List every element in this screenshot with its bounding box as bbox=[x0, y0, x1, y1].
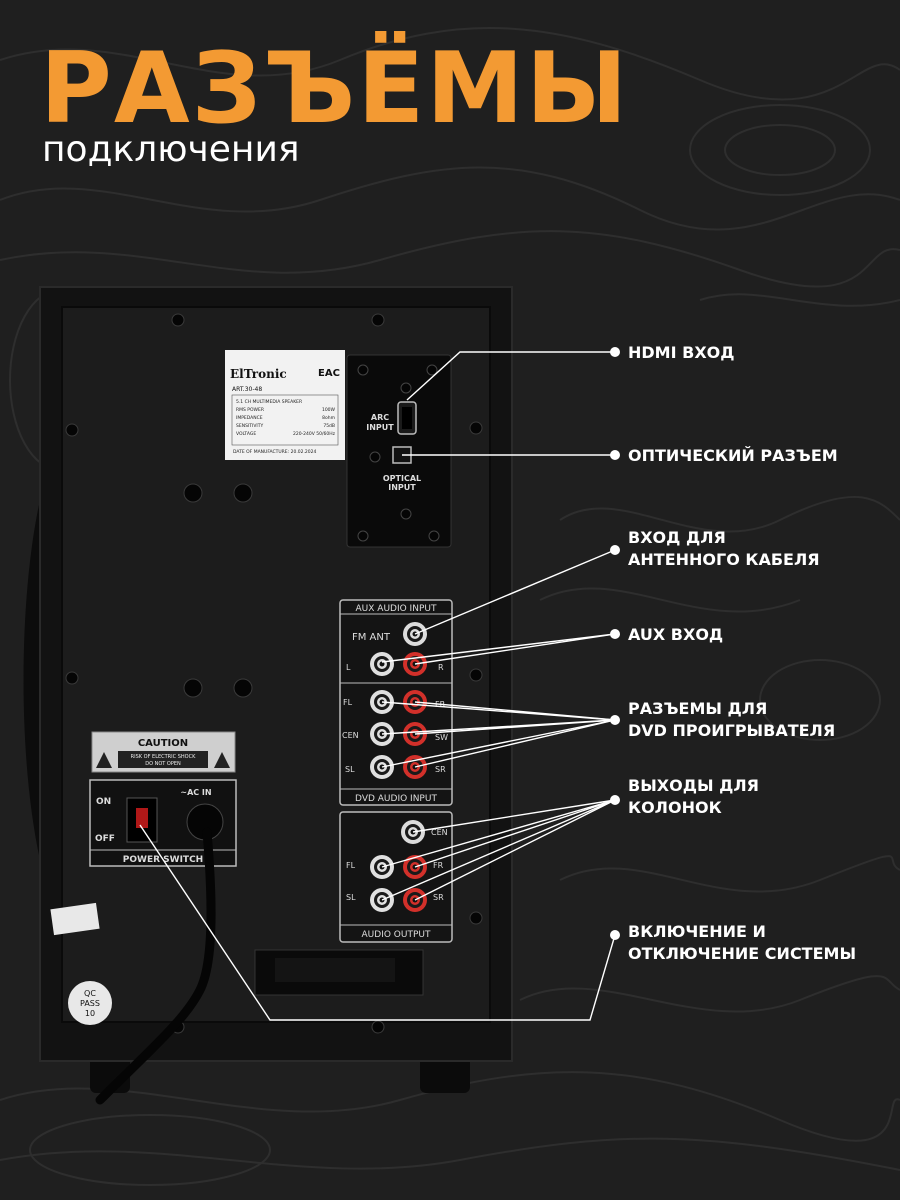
dvd-sl-label: SL bbox=[345, 765, 355, 774]
page-title: РАЗЪЁМЫ bbox=[40, 32, 630, 146]
callout-antenna-line-2: АНТЕННОГО КАБЕЛЯ bbox=[628, 550, 820, 569]
dvd-cen-label: CEN bbox=[342, 731, 359, 740]
product-label bbox=[225, 350, 345, 460]
callout-dot bbox=[610, 715, 620, 725]
out-sr-label: SR bbox=[433, 893, 444, 902]
output-plate bbox=[339, 811, 453, 943]
spec-box bbox=[231, 394, 339, 446]
callout-lines bbox=[139, 351, 616, 1021]
fm-ant-label: FM ANT bbox=[352, 632, 391, 643]
hdmi-port-slot bbox=[402, 407, 412, 429]
caution-line-2: DO NOT OPEN bbox=[145, 761, 181, 767]
small-sticker bbox=[50, 902, 100, 936]
qc-sticker bbox=[68, 981, 112, 1025]
caution-band bbox=[118, 751, 208, 768]
callout-outputs-line-1: ВЫХОДЫ ДЛЯ bbox=[628, 776, 759, 795]
handle-inner bbox=[275, 958, 395, 982]
spec-key: IMPEDANCE bbox=[236, 415, 263, 421]
callout-dvd-line-2: DVD ПРОИГРЫВАТЕЛЯ bbox=[628, 721, 836, 740]
callout-power: ВКЛЮЧЕНИЕ И ОТКЛЮЧЕНИЕ СИСТЕМЫ bbox=[628, 921, 856, 965]
on-label: ON bbox=[96, 797, 111, 807]
cabinet-side bbox=[23, 500, 40, 860]
brand-logo: ElTronic bbox=[230, 367, 287, 381]
eac-mark: EAC bbox=[318, 368, 340, 379]
dvd-audio-input-label: DVD AUDIO INPUT bbox=[355, 794, 437, 804]
callout-optical: ОПТИЧЕСКИЙ РАЗЪЕМ bbox=[628, 445, 838, 467]
spec-value: 8ohm bbox=[322, 415, 335, 421]
aux-audio-input-label: AUX AUDIO INPUT bbox=[356, 604, 437, 614]
callout-optical-line: ОПТИЧЕСКИЙ РАЗЪЕМ bbox=[628, 446, 838, 465]
qc-line-2: PASS bbox=[80, 999, 100, 1008]
spec-value: 220-240V 50/60Hz bbox=[293, 431, 336, 437]
callout-dot bbox=[610, 795, 620, 805]
spec-key: RMS POWER bbox=[236, 407, 264, 413]
manufacture-date: DATE OF MANUFACTURE: 20.02.2024 bbox=[233, 449, 316, 455]
spec-title: 5.1 CH MULTIMEDIA SPEAKER bbox=[236, 399, 302, 405]
callout-dot bbox=[610, 545, 620, 555]
aux-l-label: L bbox=[346, 663, 351, 672]
caution-title: CAUTION bbox=[138, 738, 188, 749]
arc-label-2: INPUT bbox=[366, 423, 394, 432]
off-label: OFF bbox=[95, 834, 115, 844]
callout-aux: AUX ВХОД bbox=[628, 624, 723, 646]
out-cen-label: CEN bbox=[431, 828, 448, 837]
callout-hdmi-line: HDMI ВХОД bbox=[628, 343, 735, 362]
caution-line-1: RISK OF ELECTRIC SHOCK bbox=[131, 754, 196, 760]
aux-l-jack[interactable] bbox=[370, 652, 394, 676]
callout-power-line-2: ОТКЛЮЧЕНИЕ СИСТЕМЫ bbox=[628, 944, 857, 963]
callout-aux-line: AUX ВХОД bbox=[628, 625, 724, 644]
foot-right bbox=[420, 1055, 470, 1093]
plate-screws bbox=[357, 364, 440, 542]
callout-dot bbox=[610, 930, 620, 940]
optical-label-1: OPTICAL bbox=[383, 474, 421, 483]
callout-hdmi: HDMI ВХОД bbox=[628, 342, 735, 364]
callout-dot bbox=[610, 347, 620, 357]
out-fr-label: FR bbox=[433, 861, 444, 870]
arc-label-1: ARC bbox=[371, 413, 389, 422]
callout-antenna-line-1: ВХОД ДЛЯ bbox=[628, 528, 726, 547]
out-fl-label: FL bbox=[346, 861, 356, 870]
qc-line-1: QC bbox=[84, 989, 96, 998]
warning-icon bbox=[214, 752, 230, 768]
page-subtitle: подключения bbox=[42, 129, 300, 170]
warning-icon bbox=[96, 752, 112, 768]
dvd-fl-label: FL bbox=[343, 698, 353, 707]
spec-value: 75dB bbox=[323, 423, 335, 429]
dvd-sw-label: SW bbox=[435, 733, 448, 742]
dvd-cen-jack[interactable] bbox=[370, 722, 394, 746]
callout-dvd-line-1: РАЗЪЕМЫ ДЛЯ bbox=[628, 699, 768, 718]
art-number: ART.30-48 bbox=[232, 386, 262, 393]
ac-in-label: ~AC IN bbox=[180, 788, 211, 797]
spec-key: SENSITIVITY bbox=[236, 423, 263, 429]
dvd-sr-label: SR bbox=[435, 765, 446, 774]
callout-antenna: ВХОД ДЛЯ АНТЕННОГО КАБЕЛЯ bbox=[628, 527, 820, 571]
callout-dot bbox=[610, 629, 620, 639]
callout-outputs-line-2: КОЛОНОК bbox=[628, 798, 722, 817]
callout-power-line-1: ВКЛЮЧЕНИЕ И bbox=[628, 922, 766, 941]
callout-outputs: ВЫХОДЫ ДЛЯ КОЛОНОК bbox=[628, 775, 759, 819]
screws bbox=[65, 313, 483, 1034]
callout-dot bbox=[610, 450, 620, 460]
optical-label-2: INPUT bbox=[388, 483, 416, 492]
aux-r-label: R bbox=[438, 663, 444, 672]
audio-output-label: AUDIO OUTPUT bbox=[362, 930, 431, 940]
spec-value: 100W bbox=[322, 407, 336, 413]
spec-key: VOLTAGE bbox=[236, 431, 256, 437]
callout-dvd: РАЗЪЕМЫ ДЛЯ DVD ПРОИГРЫВАТЕЛЯ bbox=[628, 698, 835, 742]
power-cable bbox=[95, 827, 216, 1105]
qc-line-3: 10 bbox=[85, 1009, 95, 1018]
out-sl-label: SL bbox=[346, 893, 356, 902]
power-switch-rocker bbox=[136, 808, 148, 828]
